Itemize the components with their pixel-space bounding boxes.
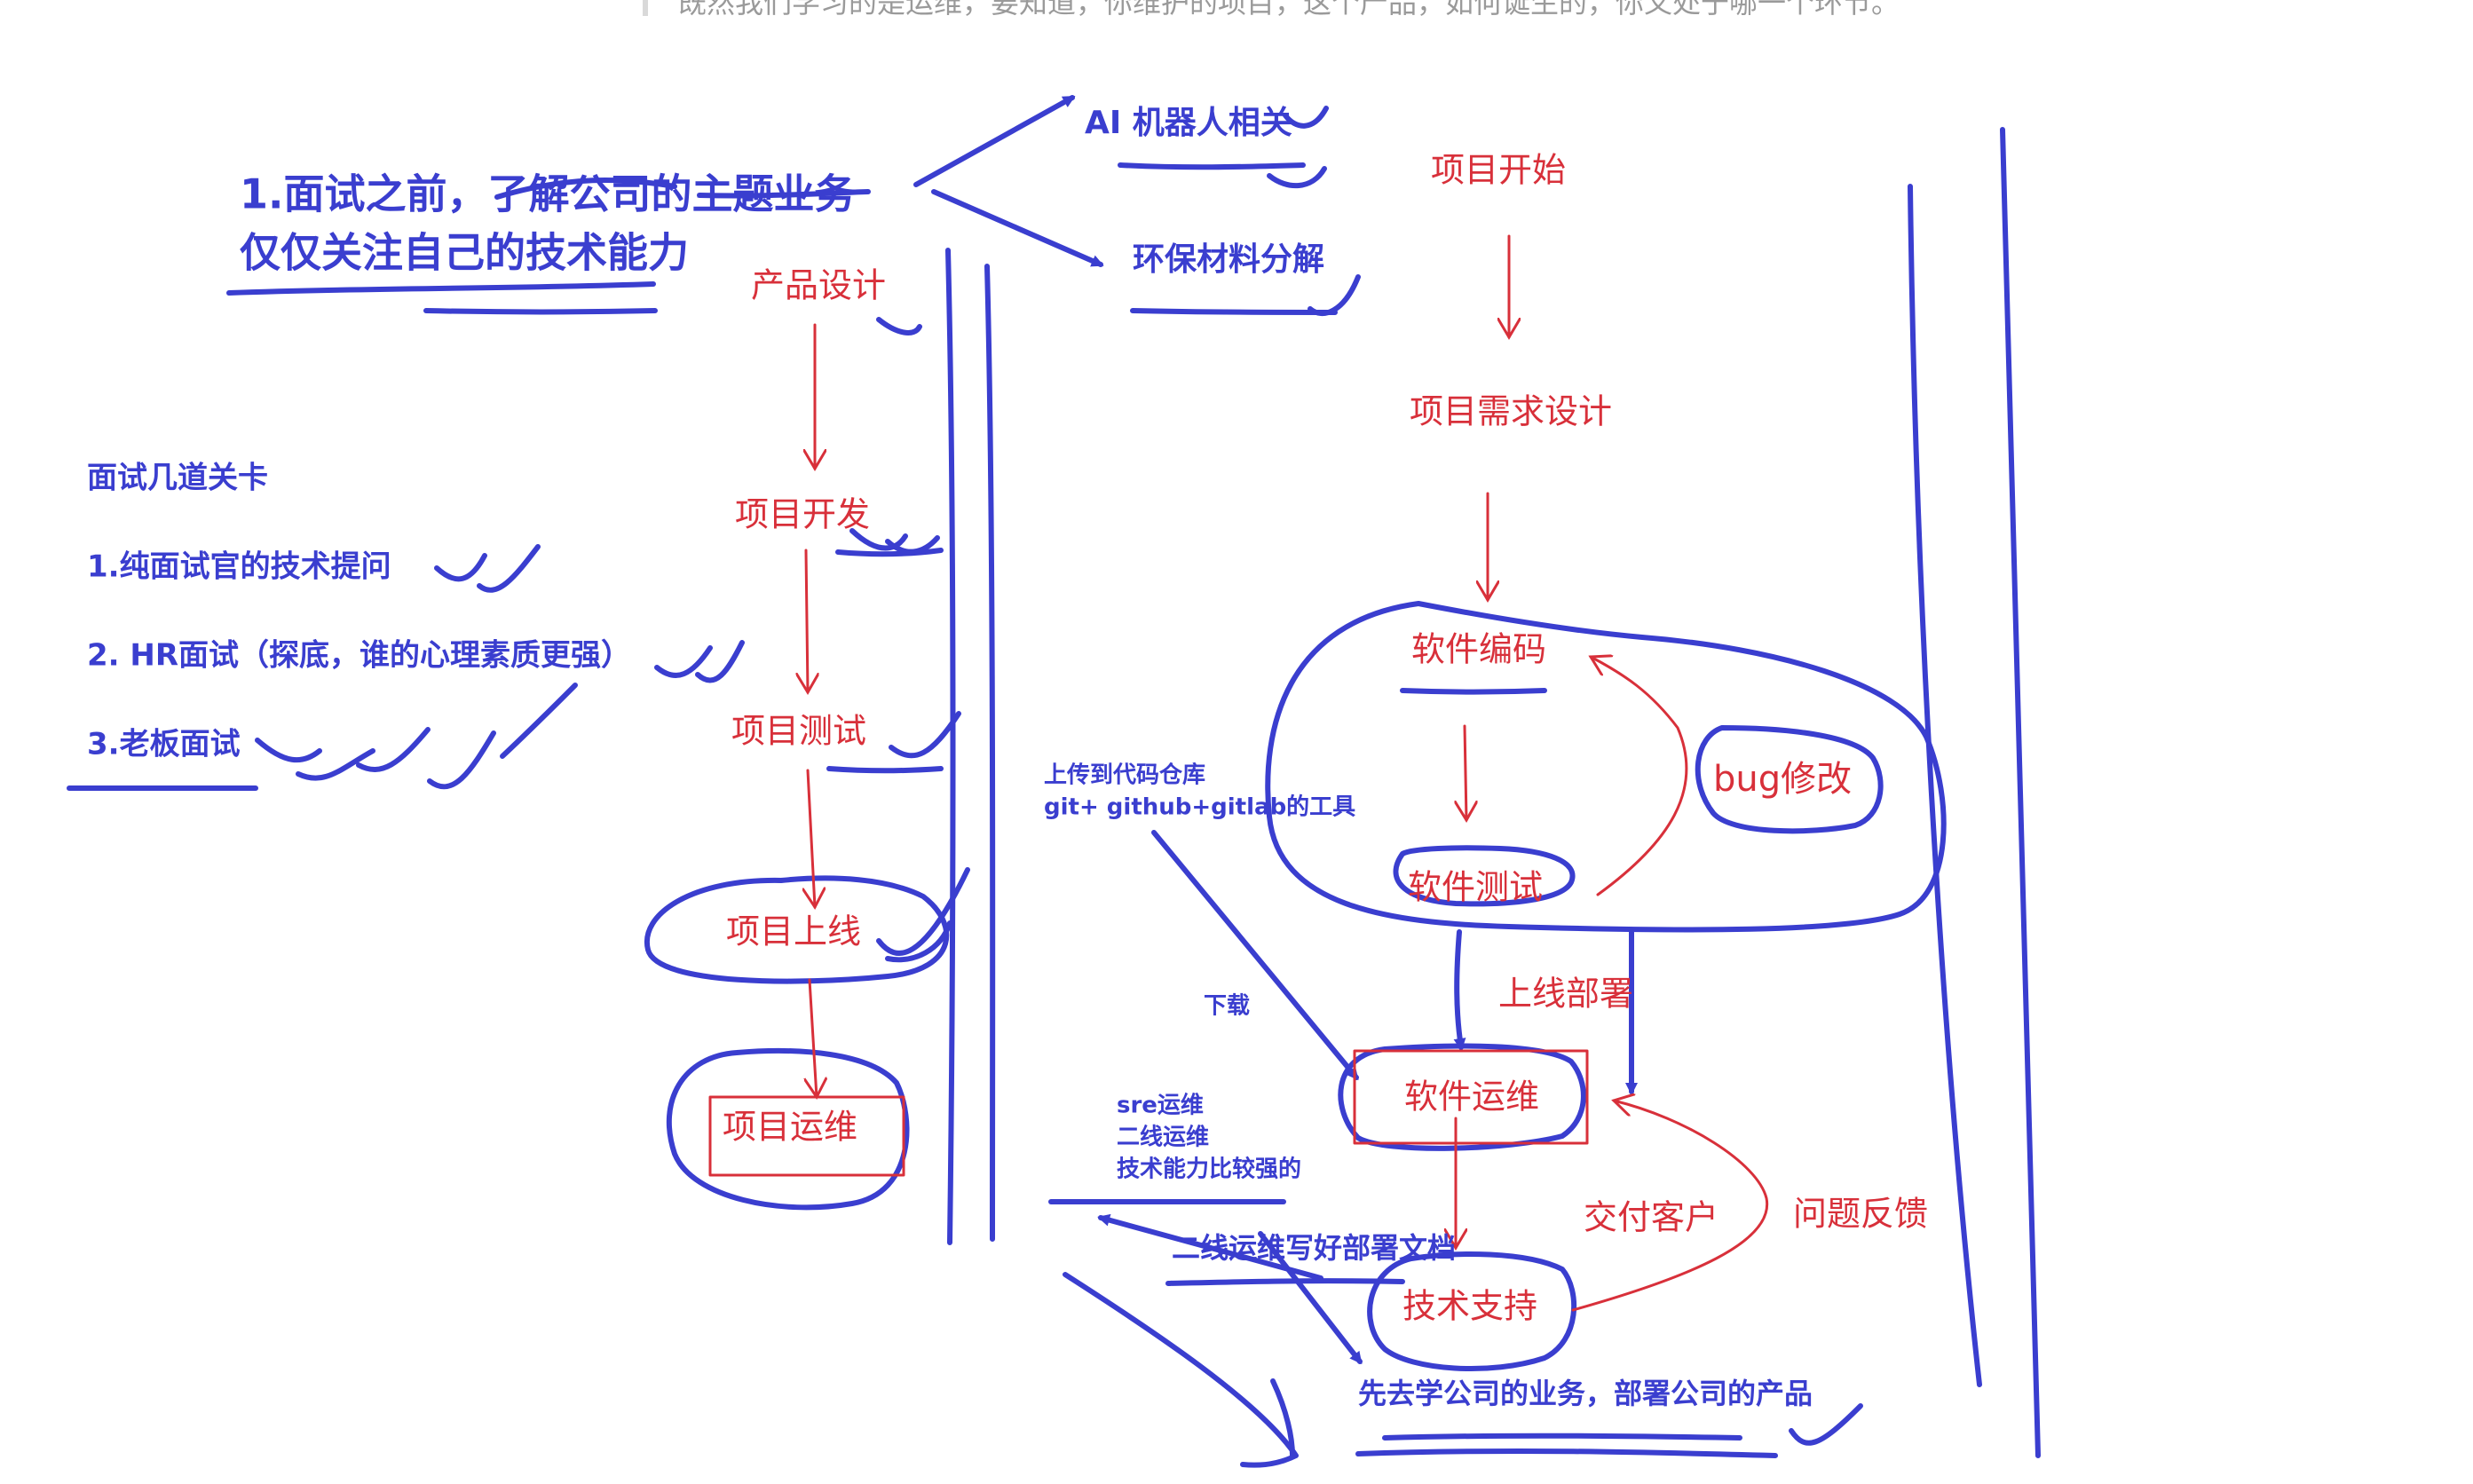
underline-ai (1118, 162, 1306, 170)
title-line1: 1.面试之前，了解公司的主题业务 (240, 170, 855, 218)
underline-title-line2 (226, 281, 656, 296)
interview-item-3: 3.老板面试 (87, 727, 241, 762)
tick-test (889, 711, 961, 759)
circle-dev-cycle (1265, 601, 1947, 933)
right-flow-feedback: 问题反馈 (1793, 1195, 1928, 1234)
underline-know-company (494, 177, 677, 200)
circle-tech-support (1367, 1251, 1577, 1372)
title-line2: 仅仅关注自己的技术能力 (240, 229, 689, 277)
note-upload-2: git+ github+gitlab的工具 (1044, 793, 1355, 821)
underline-test (826, 766, 944, 774)
note-learn: 先去学公司的业务，部署公司的产品 (1358, 1377, 1813, 1410)
tick-dev (849, 528, 908, 551)
blue-ink-layer (67, 95, 2041, 1468)
right-flow-bugfix: bug修改 (1713, 759, 1852, 800)
interview-heading: 面试几道关卡 (87, 461, 268, 496)
top-snippet-text: 既然我们学习的是运维，要知道，你维护的项目，这个产品，如何诞生的，你又处于哪一个… (678, 0, 1900, 20)
quote-bar (643, 0, 648, 16)
tick-product-design (876, 317, 922, 335)
arrow-dev-to-test (806, 549, 808, 692)
divider-right-a (1908, 184, 1982, 1387)
divider-right-b (2000, 127, 2041, 1458)
tick-dev-2 (885, 535, 940, 555)
arrow-to-ai (913, 95, 1076, 187)
underline-coding (1400, 688, 1547, 695)
box-software-ops (1353, 1049, 1589, 1145)
note-sre-1: sre运维 (1117, 1092, 1204, 1119)
right-flow-requirements: 项目需求设计 (1410, 392, 1612, 431)
underline-title-line2b (423, 308, 658, 315)
circle-testing (1393, 845, 1576, 907)
right-flow-deploy: 上线部署 (1498, 975, 1633, 1014)
divider-left-a (945, 248, 956, 1245)
left-flow-ops: 项目运维 (723, 1108, 857, 1147)
arrow-feedback-loop (1571, 1101, 1769, 1312)
circle-project-launch (644, 875, 950, 984)
note-sre-2: 二线运维 (1117, 1124, 1209, 1151)
underline-dev (835, 548, 944, 557)
swoop-bottom-left-2 (1270, 1378, 1295, 1458)
tick-interview-2 (654, 640, 745, 683)
arrow-test-to-ops (1453, 929, 1466, 1051)
tick-ai (1267, 166, 1327, 189)
tick-launch-2 (885, 920, 952, 963)
tick-interview-1 (434, 544, 541, 593)
swoop-bottom-left (1063, 1272, 1299, 1468)
tick-env (1308, 274, 1361, 317)
branch-env: 环保材料分解 (1133, 241, 1324, 278)
arrow-coding-to-test (1465, 724, 1466, 820)
right-flow-support: 技术支持 (1402, 1287, 1537, 1326)
right-flow-delivery: 交付客户 (1584, 1198, 1718, 1237)
underline-learn-2 (1382, 1433, 1742, 1441)
arrow-to-learn (1258, 1231, 1363, 1365)
arrow-test-to-coding-loop (1591, 657, 1688, 896)
underline-doc (1165, 1278, 1405, 1286)
right-flow-ops: 软件运维 (1404, 1077, 1539, 1117)
note-download: 下载 (1204, 993, 1250, 1020)
note-upload-1: 上传到代码仓库 (1044, 762, 1205, 789)
note-doc: 二线运维写好部署文档 (1172, 1231, 1456, 1265)
arrow-to-env (931, 189, 1104, 267)
interview-item-1: 1.纯面试官的技术提问 (87, 549, 391, 585)
red-ink-layer (708, 234, 1769, 1312)
tick-ai-2 (1283, 106, 1329, 129)
tick-launch (876, 867, 970, 956)
top-snippet-bar: 既然我们学习的是运维，要知道，你维护的项目，这个产品，如何诞生的，你又处于哪一个… (643, 0, 1974, 20)
left-flow-test: 项目测试 (731, 712, 866, 751)
right-flow-testing: 软件测试 (1408, 868, 1543, 907)
left-flow-product-design: 产品设计 (751, 266, 886, 305)
underline-business (697, 189, 871, 199)
circle-software-ops (1338, 1043, 1586, 1151)
tick-learn (1789, 1403, 1863, 1446)
circle-bugfix (1695, 725, 1884, 834)
arrow-upload-to-ops (1151, 830, 1359, 1081)
divider-left-b (984, 264, 996, 1242)
left-flow-launch: 项目上线 (726, 912, 861, 951)
underline-learn (1355, 1448, 1778, 1458)
circle-project-ops (666, 1047, 910, 1211)
box-project-ops (708, 1095, 905, 1177)
arrow-test-to-launch (808, 769, 815, 907)
left-flow-dev: 项目开发 (735, 495, 870, 534)
right-flow-start: 项目开始 (1431, 151, 1566, 190)
underline-env (1130, 308, 1338, 315)
arrow-launch-to-ops (810, 978, 817, 1097)
branch-ai: AI 机器人相关 (1085, 105, 1292, 141)
interview-item-2: 2. HR面试（探底，谁的心理素质更强） (87, 638, 631, 674)
tick-interview-3 (255, 683, 578, 790)
note-sre-3: 技术能力比较强的 (1117, 1156, 1301, 1183)
right-flow-coding: 软件编码 (1411, 630, 1546, 669)
